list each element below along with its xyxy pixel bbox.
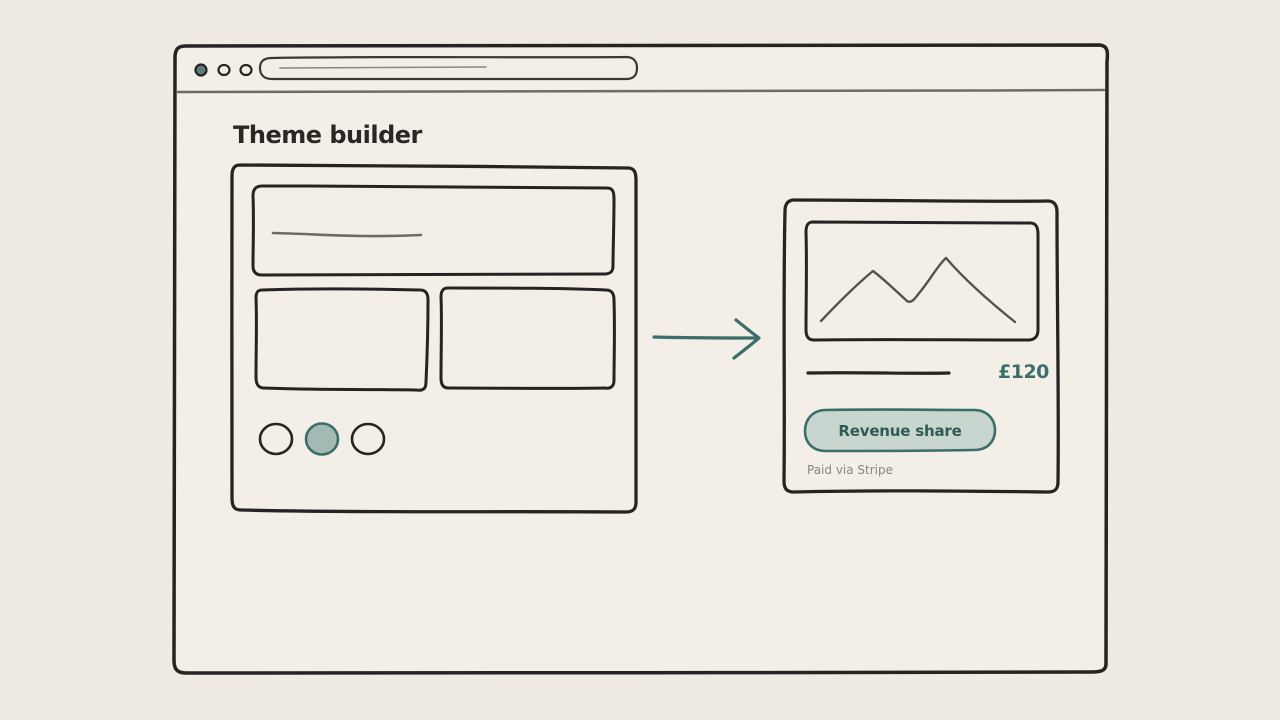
address-bar-text-line <box>279 66 487 69</box>
builder-left-block[interactable] <box>254 287 430 392</box>
page-title: Theme builder <box>233 121 422 149</box>
header-text-line <box>271 231 423 238</box>
minimize-dot[interactable] <box>217 63 231 77</box>
swatch-1[interactable] <box>258 422 294 456</box>
revenue-share-button-shape[interactable] <box>803 408 997 453</box>
builder-right-block[interactable] <box>439 286 616 390</box>
revenue-share-button[interactable]: Revenue share <box>838 422 962 440</box>
product-name-line <box>806 371 951 375</box>
product-image-frame <box>804 220 1040 342</box>
swatch-3[interactable] <box>350 422 386 456</box>
maximize-dot[interactable] <box>239 63 253 77</box>
mountain-icon <box>819 256 1017 324</box>
address-bar[interactable] <box>258 55 639 81</box>
builder-header-block[interactable] <box>251 184 616 277</box>
builder-panel-frame <box>230 163 638 514</box>
arrow-right-icon <box>652 318 761 360</box>
payment-note: Paid via Stripe <box>807 463 894 477</box>
close-dot[interactable] <box>194 63 208 77</box>
swatch-2[interactable] <box>304 422 340 456</box>
product-card-frame <box>782 198 1060 494</box>
product-price: £120 <box>998 361 1049 383</box>
titlebar-divider <box>176 88 1106 94</box>
